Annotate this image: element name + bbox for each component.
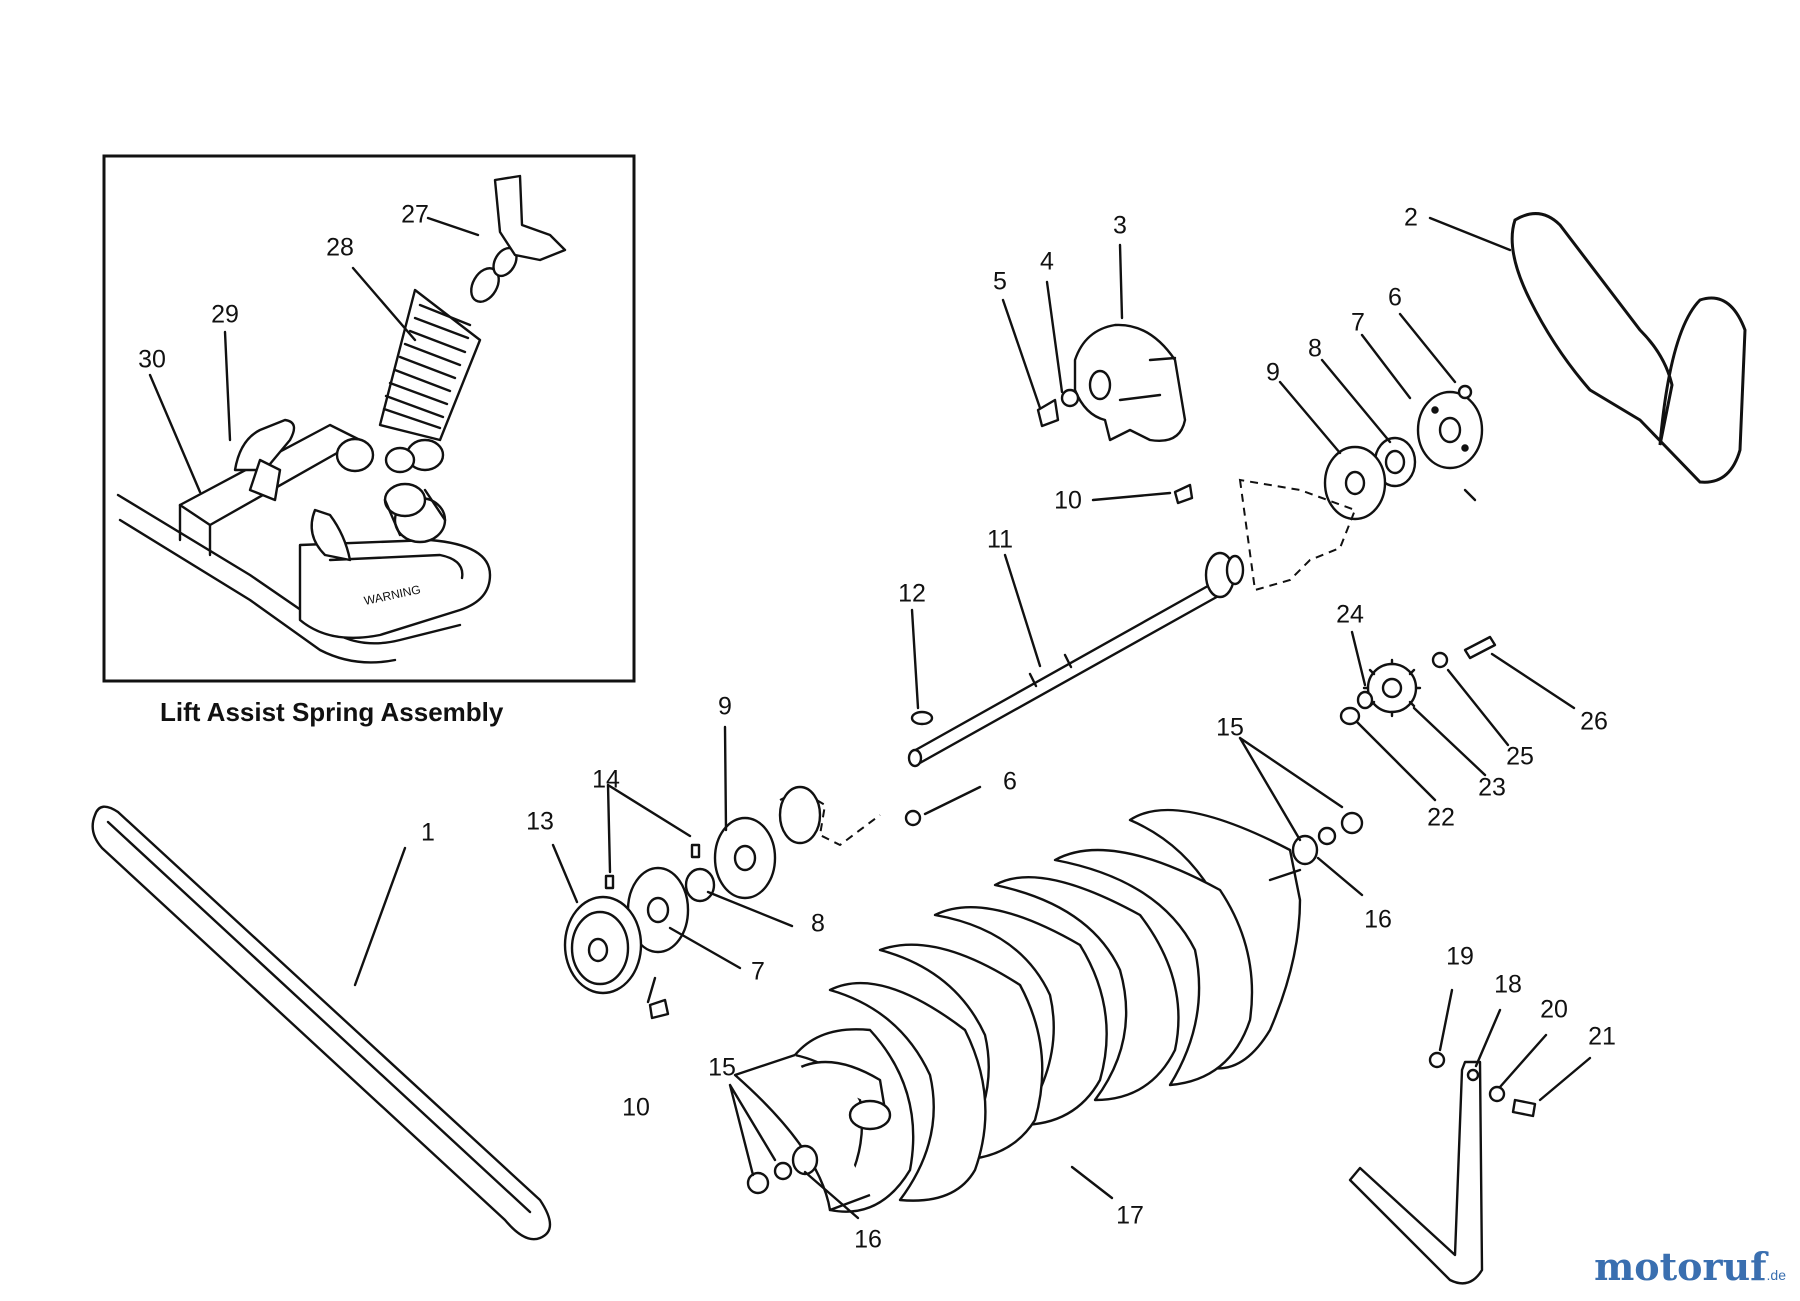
callout-21: 21 xyxy=(1588,1022,1616,1051)
callout-23: 23 xyxy=(1478,773,1506,802)
callout-15-lower: 15 xyxy=(708,1053,736,1082)
callout-11: 11 xyxy=(987,525,1013,554)
callout-16-lower: 16 xyxy=(854,1225,882,1254)
callout-20: 20 xyxy=(1540,995,1568,1024)
spring xyxy=(378,288,482,474)
callout-10-upper: 10 xyxy=(1054,486,1082,515)
auger xyxy=(733,808,1302,1213)
inset-caption: Lift Assist Spring Assembly xyxy=(160,697,504,727)
callout-24: 24 xyxy=(1336,600,1364,629)
sprocket-group xyxy=(1339,635,1497,726)
left-auger-hardware xyxy=(746,1144,819,1195)
callout-27: 27 xyxy=(401,200,429,229)
callout-6-upper: 6 xyxy=(1388,283,1402,312)
callout-14: 14 xyxy=(592,765,620,794)
callout-8-lower: 8 xyxy=(811,909,825,938)
callout-2: 2 xyxy=(1404,203,1418,232)
watermark-tld: .de xyxy=(1766,1267,1786,1283)
chain-guard xyxy=(1036,323,1187,442)
right-auger-hardware xyxy=(1291,811,1364,866)
callout-8-upper: 8 xyxy=(1308,334,1322,363)
watermark-brand: motoruf xyxy=(1594,1244,1767,1289)
callout-18: 18 xyxy=(1494,970,1522,999)
callout-6-lower: 6 xyxy=(1003,767,1017,796)
callout-15-upper: 15 xyxy=(1216,713,1244,742)
watermark-logo: motoruf.de xyxy=(1594,1244,1786,1289)
callout-22: 22 xyxy=(1427,803,1455,832)
callout-19: 19 xyxy=(1446,942,1474,971)
callout-3: 3 xyxy=(1113,211,1127,240)
callout-7-lower: 7 xyxy=(751,957,765,986)
callout-26: 26 xyxy=(1580,707,1608,736)
callout-16-upper: 16 xyxy=(1364,905,1392,934)
callout-12: 12 xyxy=(898,579,926,608)
callout-13: 13 xyxy=(526,807,554,836)
callout-17: 17 xyxy=(1116,1201,1144,1230)
drive-shaft xyxy=(907,551,1245,768)
callout-5: 5 xyxy=(993,267,1007,296)
v-belt xyxy=(91,805,552,1241)
inset-lift-assist: WARNING xyxy=(102,154,636,683)
callout-25: 25 xyxy=(1506,742,1534,771)
drive-chain xyxy=(1510,212,1747,484)
callout-30: 30 xyxy=(138,345,166,374)
callout-10-lower: 10 xyxy=(622,1093,650,1122)
right-bearing-stack xyxy=(1173,384,1484,592)
shaft-key xyxy=(910,710,934,726)
callout-9-upper: 9 xyxy=(1266,358,1280,387)
callout-7-upper: 7 xyxy=(1351,308,1365,337)
scraper-bar xyxy=(1348,1051,1537,1285)
callout-4: 4 xyxy=(1040,247,1054,276)
callout-9-lower: 9 xyxy=(718,692,732,721)
leader-lines xyxy=(148,216,1592,1220)
callout-29: 29 xyxy=(211,300,239,329)
callout-1: 1 xyxy=(421,818,435,847)
callout-28: 28 xyxy=(326,233,354,262)
